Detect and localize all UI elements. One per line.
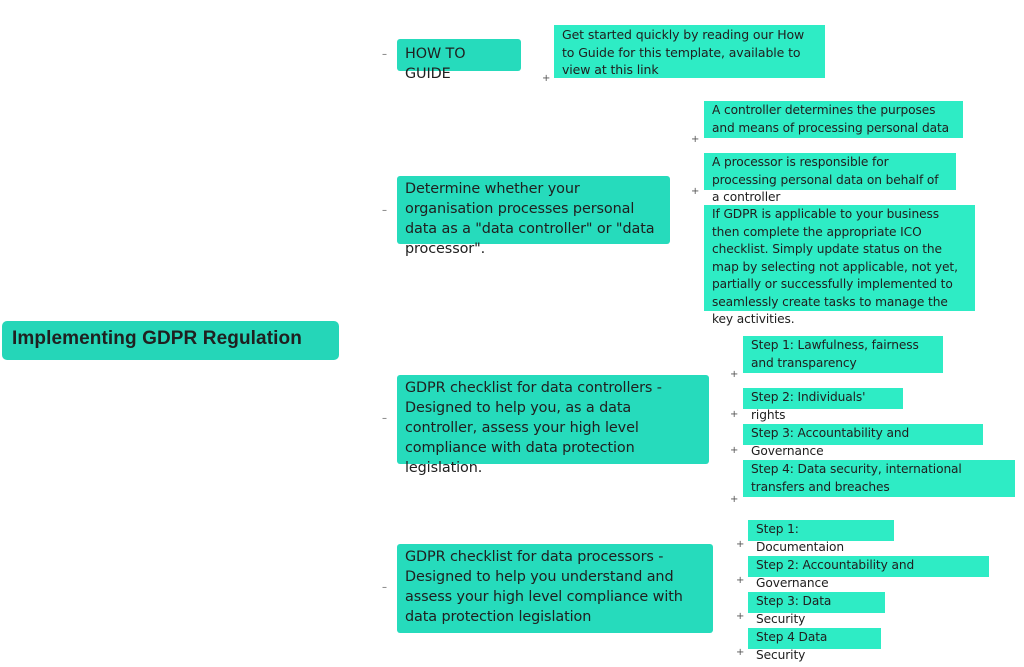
expand-leaf-3-1-icon[interactable]: + — [736, 575, 745, 586]
collapse-branch-2-icon[interactable]: – — [382, 413, 387, 424]
leaf-processor-step-1[interactable]: Step 1: Documentaion — [748, 520, 894, 554]
root-topic[interactable]: Implementing GDPR Regulation — [2, 321, 339, 360]
leaf-controller-step-1[interactable]: Step 1: Lawfulness, fairness and transpa… — [743, 336, 943, 373]
leaf-processor-step-3[interactable]: Step 3: Data Security — [748, 592, 885, 626]
collapse-branch-1-icon[interactable]: – — [382, 205, 387, 216]
collapse-branch-3-icon[interactable]: – — [382, 582, 387, 593]
leaf-ico-checklist-instructions[interactable]: If GDPR is applicable to your business t… — [704, 205, 975, 326]
expand-leaf-2-1-icon[interactable]: + — [730, 409, 739, 420]
expand-leaf-1-1-icon[interactable]: + — [691, 186, 700, 197]
branch-how-to-guide[interactable]: HOW TO GUIDE — [397, 39, 521, 82]
collapse-branch-0-icon[interactable]: – — [382, 49, 387, 60]
branch-controller-checklist[interactable]: GDPR checklist for data controllers - De… — [397, 375, 709, 476]
expand-leaf-2-3-icon[interactable]: + — [730, 494, 739, 505]
expand-leaf-2-0-icon[interactable]: + — [730, 369, 739, 380]
leaf-controller-step-3[interactable]: Step 3: Accountability and Governance — [743, 424, 983, 458]
leaf-controller-definition[interactable]: A controller determines the purposes and… — [704, 101, 963, 138]
expand-leaf-1-0-icon[interactable]: + — [691, 134, 700, 145]
expand-leaf-2-2-icon[interactable]: + — [730, 445, 739, 456]
leaf-processor-step-2[interactable]: Step 2: Accountability and Governance — [748, 556, 989, 590]
expand-leaf-3-0-icon[interactable]: + — [736, 539, 745, 550]
leaf-processor-step-4[interactable]: Step 4 Data Security — [748, 628, 881, 662]
leaf-how-to-guide-link[interactable]: Get started quickly by reading our How t… — [554, 25, 825, 78]
leaf-processor-definition[interactable]: A processor is responsible for processin… — [704, 153, 956, 204]
expand-leaf-0-0-icon[interactable]: + — [542, 73, 551, 84]
expand-leaf-3-2-icon[interactable]: + — [736, 611, 745, 622]
leaf-controller-step-2[interactable]: Step 2: Individuals' rights — [743, 388, 903, 422]
expand-leaf-3-3-icon[interactable]: + — [736, 647, 745, 658]
branch-processor-checklist[interactable]: GDPR checklist for data processors - Des… — [397, 544, 713, 633]
leaf-controller-step-4[interactable]: Step 4: Data security, international tra… — [743, 460, 1015, 497]
branch-controller-or-processor[interactable]: Determine whether your organisation proc… — [397, 176, 670, 257]
